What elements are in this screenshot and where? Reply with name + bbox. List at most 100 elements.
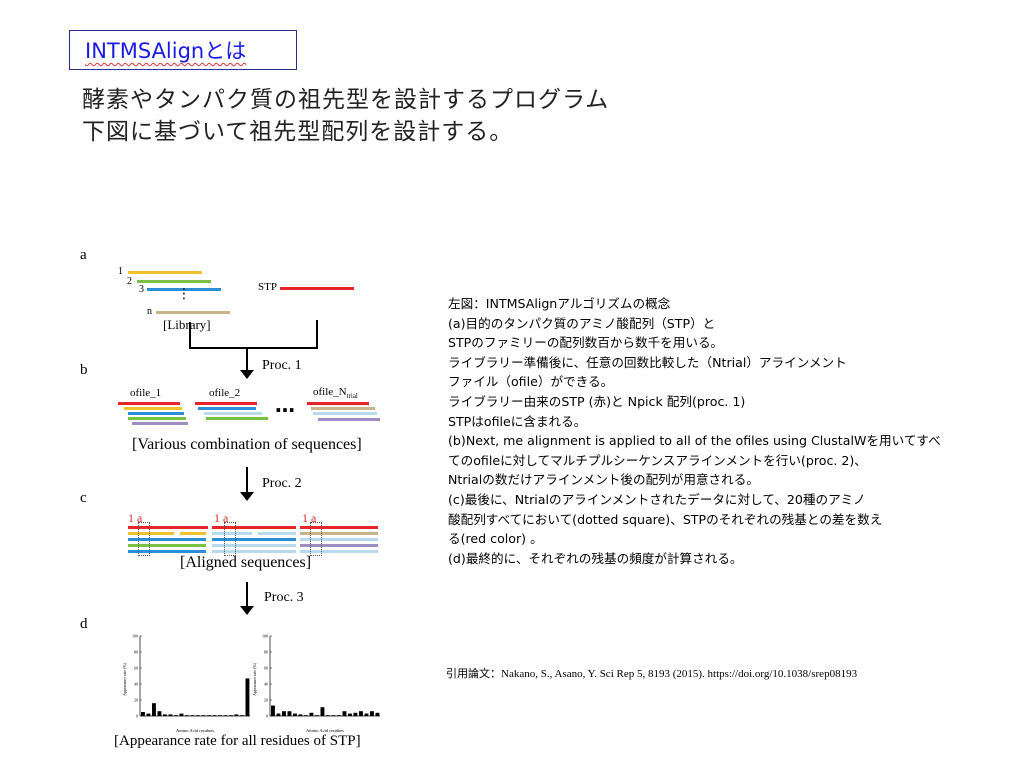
- seq-number-2: 2: [127, 276, 132, 287]
- histogram-2-xlabel: Amino Acid residues: [306, 728, 344, 733]
- histogram-1-ylabel: Appearance rate (%): [122, 662, 127, 696]
- histogram-2-tick: 20: [264, 698, 268, 703]
- figure-description: 左図：INTMSAlignアルゴリズムの概念 (a)目的のタンパク質のアミノ酸配…: [448, 294, 988, 568]
- aligned-block3-seq: [300, 550, 378, 553]
- histogram-2-bar: [304, 715, 308, 716]
- title-box: INTMSAlignとは: [69, 30, 297, 70]
- caption-d: [Appearance rate for all residues of STP…: [114, 733, 361, 749]
- ofile2-seq: [204, 412, 262, 415]
- library-label: [Library]: [163, 317, 211, 332]
- histogram-1-bar: [229, 715, 233, 716]
- ofile1-seq: [118, 402, 180, 405]
- histogram-1-bar: [245, 678, 250, 716]
- ofileN-seq: [318, 418, 380, 421]
- histogram-2-bar: [331, 715, 336, 716]
- histogram-1-tick: 80: [134, 650, 138, 655]
- histogram-2-tick: 40: [264, 682, 268, 687]
- aligned-block2-seq: [212, 550, 296, 553]
- vertical-dots: ⋮: [177, 286, 191, 302]
- arrow-proc1-head: [240, 370, 254, 379]
- histogram-2-bar: [320, 707, 325, 716]
- histogram-1-bar: [218, 715, 222, 716]
- histogram-1-bar: [207, 715, 211, 716]
- histogram-1-bar: [174, 715, 178, 716]
- histogram-2-bar: [282, 711, 286, 716]
- histogram-2-bar: [359, 711, 363, 716]
- histogram-2-bar: [298, 714, 303, 716]
- proc2-label: Proc. 2: [262, 476, 302, 491]
- histogram-1-tick: 60: [134, 666, 138, 671]
- seq-number-n: n: [147, 306, 152, 317]
- histogram-2-tick: 100: [262, 634, 268, 639]
- arrow-proc1-line: [246, 348, 248, 372]
- desc-line: 酸配列すべてにおいて(dotted square)、STPのそれぞれの残基との差…: [448, 511, 883, 527]
- aligned-block2-seq: [212, 538, 296, 541]
- stp-label: STP: [258, 281, 277, 293]
- aligned-block3-seq: [300, 526, 378, 529]
- subtitle-line-1: 酵素やタンパク質の祖先型を設計するプログラム: [82, 87, 610, 113]
- dotted-square: [138, 522, 150, 556]
- histogram-1-bar: [146, 713, 151, 716]
- aligned-block3-seq: [300, 532, 378, 535]
- desc-line: STPのファミリーの配列数百から数千を用いる。: [448, 335, 724, 351]
- ofile1-seq: [128, 417, 186, 420]
- aligned-mark-1: 1 a: [128, 511, 143, 525]
- aligned-block2-seq: [212, 532, 252, 535]
- subtitle-line-2: 下図に基づいて祖先型配列を設計する。: [82, 119, 514, 145]
- histogram-2-bar: [370, 711, 374, 716]
- aligned-mark-3: 1 a: [302, 511, 317, 525]
- aligned-block1-seq: [128, 526, 208, 529]
- histogram-2-bar: [287, 711, 292, 716]
- aligned-block1-seq: [128, 544, 206, 547]
- histogram-2-bar: [309, 712, 314, 716]
- bracket-right: [316, 320, 318, 348]
- histogram-1-bar: [240, 715, 244, 716]
- histogram-1-bar: [212, 715, 217, 716]
- desc-line: STPはofileに含まれる。: [448, 413, 587, 429]
- histogram-2-tick: 60: [264, 666, 268, 671]
- histogram-2-bar: [353, 712, 358, 716]
- arrow-proc3-line: [246, 582, 248, 608]
- ofile-n-label: ofile_Ntrial: [313, 386, 358, 401]
- bracket-left: [189, 322, 191, 348]
- arrow-proc3-head: [240, 606, 254, 615]
- aligned-block1-seq: [128, 538, 206, 541]
- ofile2-seq: [206, 417, 268, 420]
- caption-b: [Various combination of sequences]: [132, 436, 362, 453]
- desc-line: ライブラリー準備後に、任意の回数比較した（Ntrial）アラインメント: [448, 354, 847, 370]
- desc-line: る(red color) 。: [448, 531, 543, 547]
- aligned-block1-seq: [180, 532, 206, 535]
- histogram-1-bar: [190, 715, 195, 716]
- proc3-label: Proc. 3: [264, 590, 304, 605]
- dotted-square: [310, 522, 322, 556]
- bracket-bottom: [189, 347, 318, 349]
- seq-number-3: 3: [139, 284, 144, 295]
- desc-line: (d)最終的に、それぞれの残基の頻度が計算される。: [448, 550, 743, 566]
- histogram-1-tick: 40: [134, 682, 138, 687]
- dotted-square: [224, 522, 236, 556]
- ofile2-seq: [195, 402, 257, 405]
- histogram-2-bar: [326, 715, 330, 716]
- histogram-1-tick: 0: [136, 714, 138, 719]
- ofile2-seq: [198, 407, 256, 410]
- histogram-1-tick: 100: [132, 634, 138, 639]
- ofile1-seq: [128, 412, 184, 415]
- arrow-proc2-head: [240, 492, 254, 501]
- desc-line: ファイル（ofile）ができる。: [448, 374, 614, 390]
- library-seq-3: [147, 288, 221, 291]
- ofile-2-label: ofile_2: [209, 387, 241, 399]
- desc-line: (a)目的のタンパク質のアミノ酸配列（STP）と: [448, 315, 716, 331]
- histogram-1-xlabel: Amino Acid residues: [176, 728, 214, 733]
- histogram-2-bar: [337, 715, 341, 716]
- desc-line: 左図：INTMSAlignアルゴリズムの概念: [448, 296, 671, 311]
- seq-number-1: 1: [118, 266, 123, 277]
- desc-line: ライブラリー由来のSTP (赤)と Npick 配列(proc. 1): [448, 393, 746, 409]
- panel-letter-b: b: [80, 362, 88, 378]
- histogram-2-tick: 0: [266, 714, 268, 719]
- citation: 引用論文：Nakano, S., Asano, Y. Sci Rep 5, 81…: [446, 668, 858, 680]
- desc-line: (b)Next, me alignment is applied to all …: [448, 433, 941, 449]
- histogram-1-bar: [234, 714, 239, 716]
- histogram-1-bar: [152, 703, 156, 716]
